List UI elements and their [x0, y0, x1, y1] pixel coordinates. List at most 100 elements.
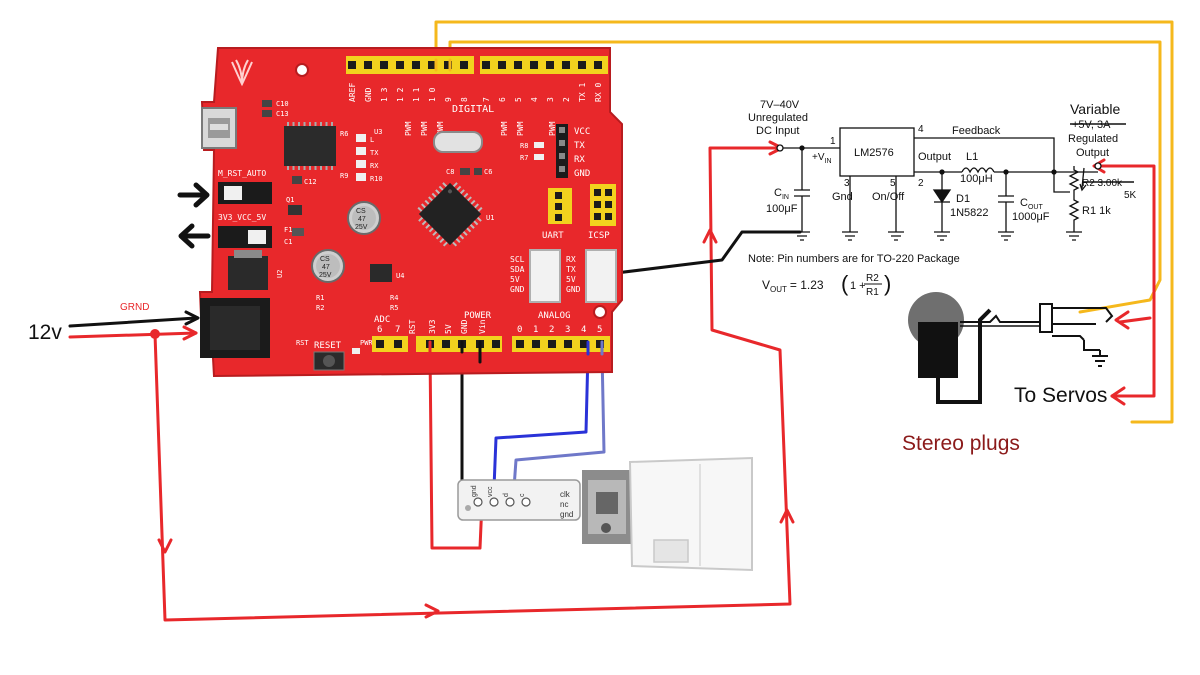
white-plug: [628, 456, 753, 572]
plug-tip: [960, 314, 1040, 323]
cout-value: 1000μF: [1012, 211, 1050, 223]
header-pin[interactable]: [348, 61, 356, 69]
header-pin[interactable]: [364, 61, 372, 69]
serial-header: [556, 124, 568, 178]
icsp-pin[interactable]: [605, 201, 612, 208]
serial-pin[interactable]: [559, 153, 565, 159]
serial-pin[interactable]: [559, 140, 565, 146]
header-pin[interactable]: [564, 340, 572, 348]
sensor-hole: [465, 505, 471, 511]
i2c-pin-label: GND: [510, 285, 525, 294]
arrow-right-icon: [177, 182, 210, 208]
r4-label: R4: [390, 294, 398, 302]
sensor-pin-label: gnd: [560, 510, 573, 519]
header-pin[interactable]: [460, 61, 468, 69]
c6-label: C6: [484, 168, 492, 176]
svg-text:R1: R1: [866, 287, 879, 298]
icsp-pin[interactable]: [594, 189, 601, 196]
header-pin[interactable]: [498, 61, 506, 69]
chip-name: LM2576: [854, 147, 894, 159]
sensor-pad[interactable]: [489, 497, 499, 507]
feedback-label: Feedback: [952, 125, 1001, 137]
header-pin[interactable]: [376, 340, 384, 348]
ground-icon: [1066, 231, 1082, 241]
header-pin[interactable]: [546, 61, 554, 69]
switch-knob: [248, 230, 266, 244]
header-pin[interactable]: [428, 61, 436, 69]
header-pin[interactable]: [516, 340, 524, 348]
switch1-label: M_RST_AUTO: [218, 169, 266, 178]
adc-pin-label: 7: [395, 325, 400, 335]
uart-pin[interactable]: [555, 203, 562, 210]
serial-pin[interactable]: [559, 127, 565, 133]
arrow-icon: [1114, 310, 1130, 330]
header-pin[interactable]: [394, 340, 402, 348]
uart-pin[interactable]: [555, 214, 562, 221]
f1-part: [292, 228, 304, 236]
pin3: 3: [844, 178, 850, 189]
header-pin[interactable]: [548, 340, 556, 348]
power-pin-label: 5V: [444, 324, 453, 334]
sensor-pad[interactable]: [521, 497, 531, 507]
schematic-labels: 7V–40V Unregulated DC Input LM2576 1 2 3…: [748, 99, 1137, 298]
header-pin[interactable]: [596, 340, 604, 348]
red-3v3-wire: [428, 348, 484, 550]
d1-part: 1N5822: [950, 207, 989, 219]
top-header-right: [480, 56, 608, 74]
uart-pin[interactable]: [555, 192, 562, 199]
sensor-screw: [601, 523, 611, 533]
top-pin-label: 7: [482, 97, 491, 102]
sensor-pad[interactable]: [473, 497, 483, 507]
top-pin-label: 1 3: [380, 87, 389, 102]
smd-r7: [534, 154, 544, 160]
regulated-label: Regulated: [1068, 133, 1118, 145]
inductor-l1: [961, 167, 995, 174]
header-pin[interactable]: [442, 340, 450, 348]
onoff-label: On/Off: [872, 191, 905, 203]
i2c-pin-label: SDA: [510, 265, 525, 274]
sensor-pads: [473, 497, 531, 507]
header-pin[interactable]: [396, 61, 404, 69]
header-pin[interactable]: [412, 61, 420, 69]
analog-pin-label: 2: [549, 325, 554, 335]
top-pin-label: RX 0: [594, 83, 603, 102]
plug-cable: [936, 308, 992, 404]
serial-pin[interactable]: [559, 166, 565, 172]
header-pin[interactable]: [594, 61, 602, 69]
smd-c8: [460, 168, 470, 175]
header-pin[interactable]: [530, 61, 538, 69]
header-pin[interactable]: [514, 61, 522, 69]
red-servo-wire-2: [1118, 316, 1152, 324]
rst-label: RST: [296, 339, 309, 347]
icsp-pin[interactable]: [605, 189, 612, 196]
sensor-pin-label: vcc: [487, 486, 494, 497]
header-pin[interactable]: [380, 61, 388, 69]
svg-text:VOUT= 1.23: VOUT= 1.23: [762, 278, 824, 294]
analog-pin-label: 1: [533, 325, 538, 335]
l-label: L: [370, 136, 374, 144]
header-pin[interactable]: [444, 61, 452, 69]
to-servos-label: To Servos: [1014, 384, 1107, 407]
sensor-pad[interactable]: [505, 497, 515, 507]
header-pin[interactable]: [492, 340, 500, 348]
arrow-left-icon: [178, 223, 211, 249]
cap2-l2: 47: [322, 264, 330, 271]
l1-label: L1: [966, 151, 978, 163]
cap1-l3: 25V: [355, 224, 368, 231]
header-pin[interactable]: [580, 340, 588, 348]
icsp-pin[interactable]: [605, 213, 612, 220]
icsp-pin[interactable]: [594, 201, 601, 208]
cap2-l3: 25V: [319, 272, 332, 279]
smd-r8: [534, 142, 544, 148]
header-pin[interactable]: [562, 61, 570, 69]
header-pin[interactable]: [578, 61, 586, 69]
icsp-pin[interactable]: [594, 213, 601, 220]
junction-dot: [150, 329, 160, 339]
header-pin[interactable]: [482, 61, 490, 69]
header-pin[interactable]: [532, 340, 540, 348]
board-logo: [231, 59, 253, 87]
ground-icon: [998, 231, 1014, 241]
